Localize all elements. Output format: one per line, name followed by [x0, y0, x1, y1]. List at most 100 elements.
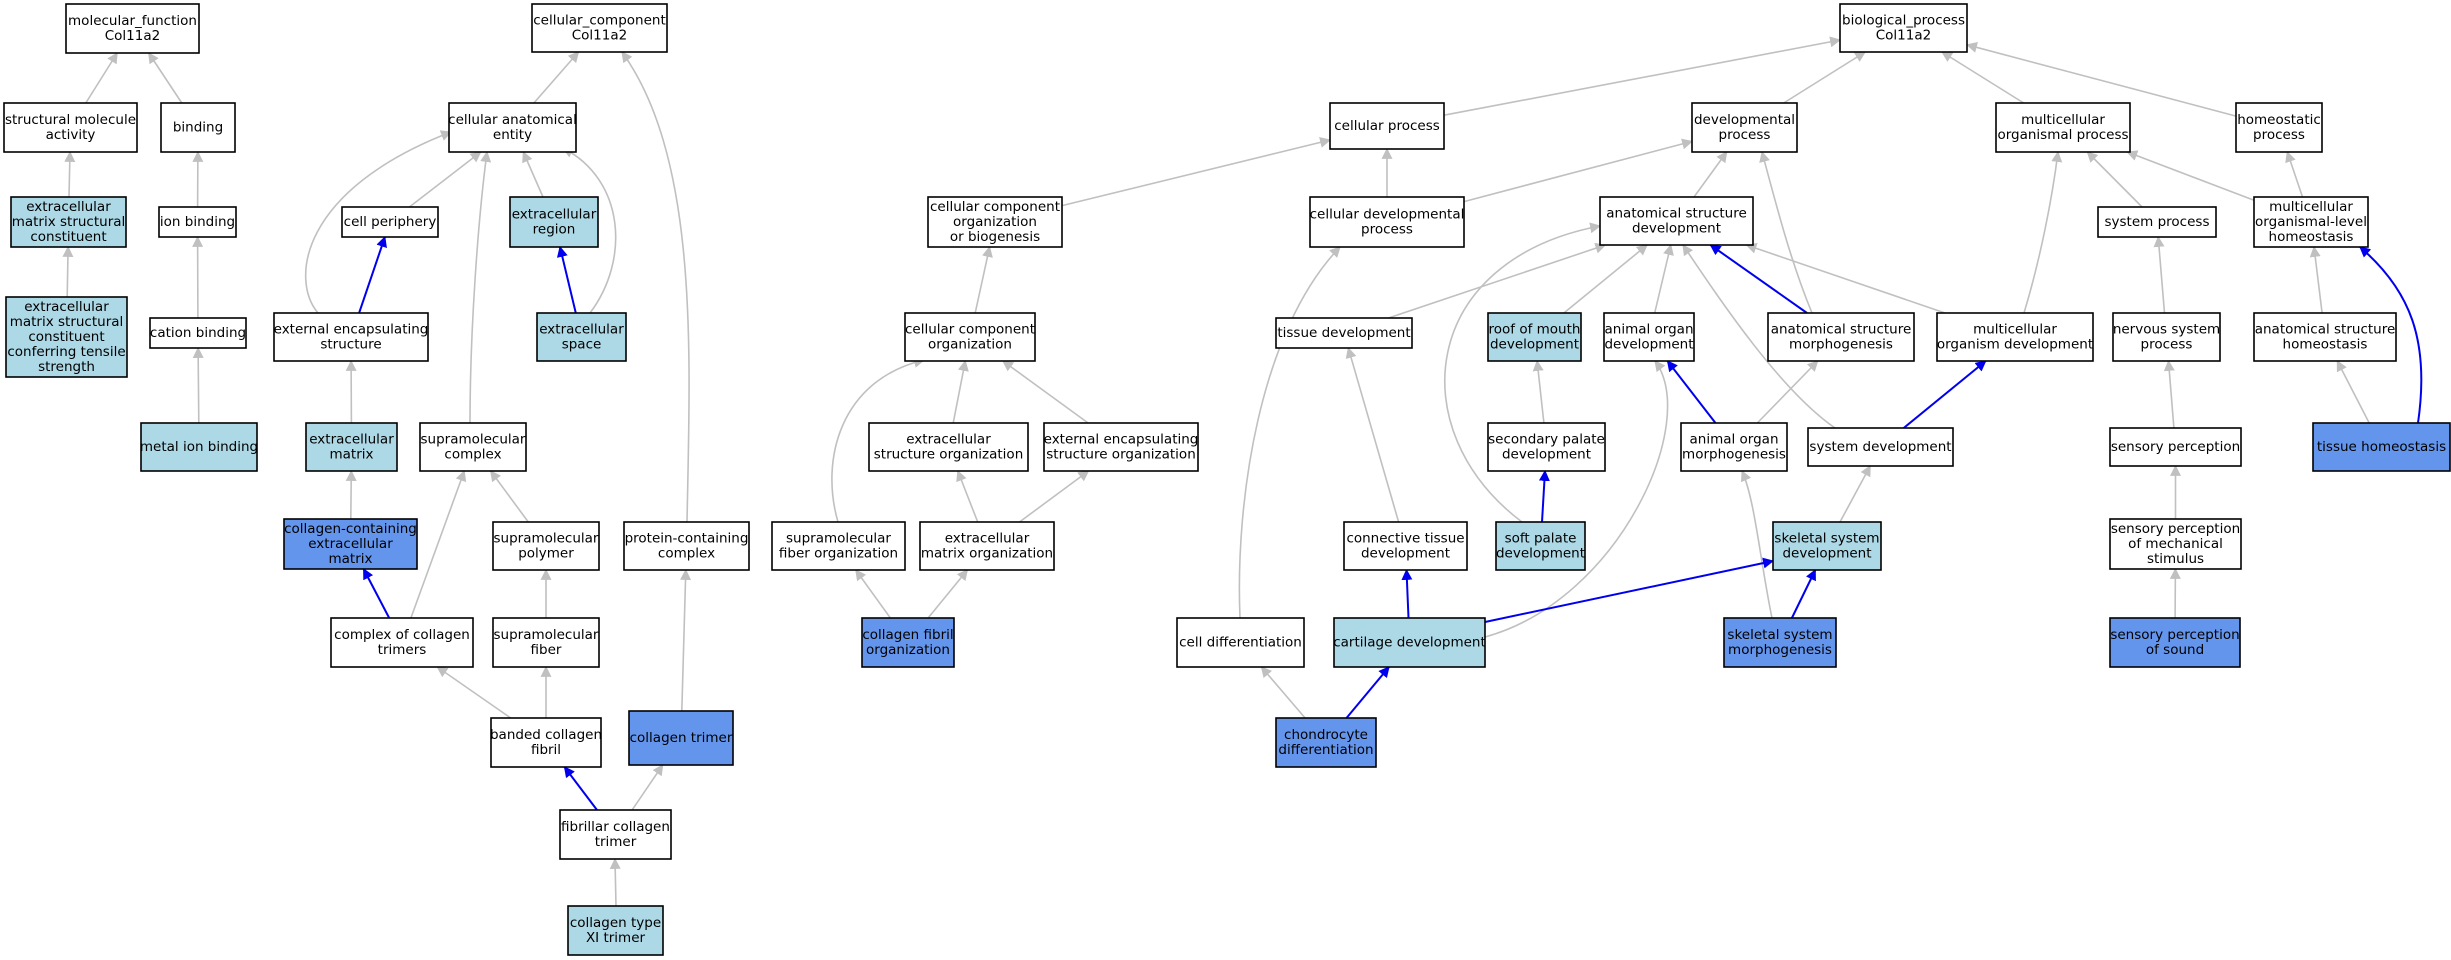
- node-label-line: structure organization: [1046, 447, 1196, 463]
- edge-ecreg-to-cae: [522, 150, 544, 198]
- node-label-line: extracellular: [945, 531, 1030, 547]
- edge-chondro-to-cartdev: [1345, 666, 1390, 719]
- node-label-line: structure organization: [874, 447, 1024, 463]
- node-label-line: chondrocyte: [1284, 727, 1368, 743]
- edge-fct-to-bcf: [563, 766, 598, 811]
- go-term-node-coltrimer[interactable]: collagen trimer: [628, 710, 734, 766]
- go-term-node-cperiph[interactable]: cell periphery: [341, 206, 439, 238]
- go-term-node-sysproc[interactable]: system process: [2097, 206, 2217, 238]
- node-label-line: external encapsulating: [274, 322, 429, 338]
- go-term-node-cellproc[interactable]: cellular process: [1329, 102, 1445, 150]
- node-label-line: extracellular: [26, 199, 111, 215]
- node-label-line: matrix: [329, 447, 373, 463]
- go-term-node-binding[interactable]: binding: [160, 102, 236, 153]
- node-label-line: cell differentiation: [1179, 635, 1302, 651]
- go-term-node-sensperc[interactable]: sensory perception: [2109, 427, 2242, 467]
- node-label-line: external encapsulating: [1044, 432, 1199, 448]
- node-box: [1995, 102, 2131, 153]
- go-term-node-tissdev[interactable]: tissue development: [1275, 317, 1413, 349]
- node-box: [1043, 422, 1199, 472]
- node-label-line: system development: [1809, 439, 1951, 455]
- edge-ees-to-cae: [304, 130, 453, 314]
- edge-sma-to-mf: [85, 52, 118, 104]
- edge-layer: [62, 36, 2423, 907]
- node-label-line: multicellular: [2021, 112, 2105, 128]
- edge-celldiff-to-cdp: [1238, 246, 1341, 619]
- go-term-node-tisshomeo[interactable]: tissue homeostasis: [2312, 422, 2451, 472]
- node-label-line: fibril: [531, 742, 561, 758]
- node-label-line: matrix structural: [12, 214, 126, 230]
- node-box: [2112, 312, 2221, 362]
- node-label-line: Col11a2: [1876, 28, 1931, 44]
- node-label-line: matrix structural: [10, 314, 124, 330]
- node-label-line: extracellular: [308, 536, 393, 552]
- go-term-node-metal[interactable]: metal ion binding: [140, 422, 258, 472]
- node-box: [1495, 521, 1586, 571]
- node-label-line: banded collagen: [490, 727, 602, 743]
- node-label-line: supramolecular: [493, 627, 598, 643]
- node-box: [490, 717, 602, 768]
- go-term-node-cartdev[interactable]: cartilage development: [1333, 617, 1486, 668]
- edge-fct-to-coltrimer: [631, 764, 664, 811]
- node-label-line: multicellular: [2269, 199, 2353, 215]
- go-term-node-celldiff[interactable]: cell differentiation: [1176, 617, 1305, 668]
- go-term-node-sysdev[interactable]: system development: [1807, 427, 1954, 467]
- node-label-line: organismal-level: [2255, 214, 2367, 230]
- node-label-line: protein-containing: [625, 531, 749, 547]
- node-box: [1839, 3, 1968, 53]
- node-box: [904, 312, 1036, 362]
- edge-sysproc-to-multiproc: [2086, 151, 2143, 208]
- go-term-node-cationb[interactable]: cation binding: [149, 317, 247, 349]
- node-box: [1767, 312, 1915, 362]
- go-term-node-ionb[interactable]: ion binding: [158, 206, 237, 238]
